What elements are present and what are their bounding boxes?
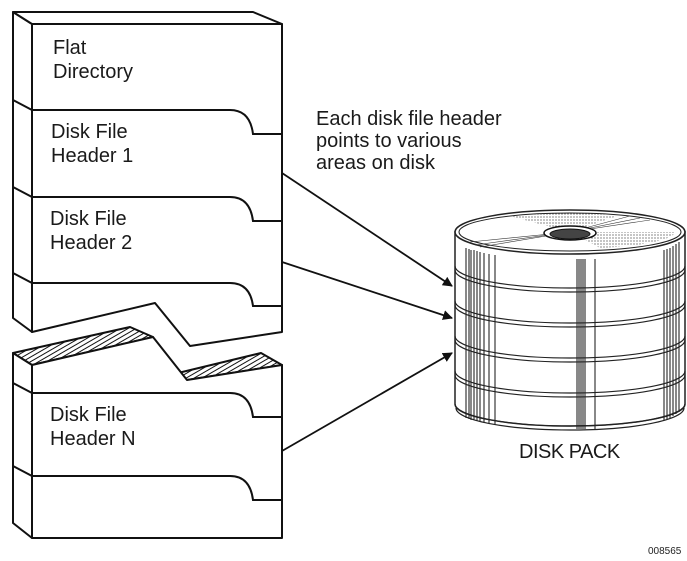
stack-top-face [12,11,283,25]
stack-front-face [31,23,283,347]
platter-rings [454,265,686,431]
header-1-line1: Disk File [51,121,128,143]
figure-id: 008565 [648,546,682,557]
directory-stack-upper [12,11,283,347]
disk-pack-label: DISK PACK [519,441,620,463]
header-1-line2: Header 1 [51,145,134,167]
disk-top-dotted-b [570,232,675,248]
annotation-line3: areas on disk [316,152,435,174]
directory-label-line1: Flat [53,37,87,59]
directory-stack-lower [12,326,283,539]
stack-side-face [12,11,33,333]
divider-header-n [12,382,282,418]
disk-top-dotted-a [510,212,620,232]
disk-pack-icon [454,209,686,431]
header-2-line1: Disk File [50,208,127,230]
stack-front-face-lower [31,336,283,539]
header-n-line1: Disk File [50,404,127,426]
disk-top-lined [469,215,651,248]
divider-header-2 [12,186,282,222]
stack-side-face-lower [12,352,33,539]
divider-header-1 [12,99,282,135]
pointer-arrows [281,172,453,452]
record-dividers-upper [12,99,282,307]
header-n-line2: Header N [50,428,136,450]
divider-after-header-n [12,465,282,501]
arrow-header-2 [281,261,453,320]
arrow-header-1 [281,172,453,287]
header-2-line2: Header 2 [50,232,133,254]
annotation-line1: Each disk file header [316,108,502,130]
directory-label-line2: Directory [53,61,134,83]
annotation-line2: points to various [316,130,462,152]
record-dividers-lower [12,382,282,501]
divider-header-3 [12,272,282,307]
arrow-header-n [281,352,453,452]
